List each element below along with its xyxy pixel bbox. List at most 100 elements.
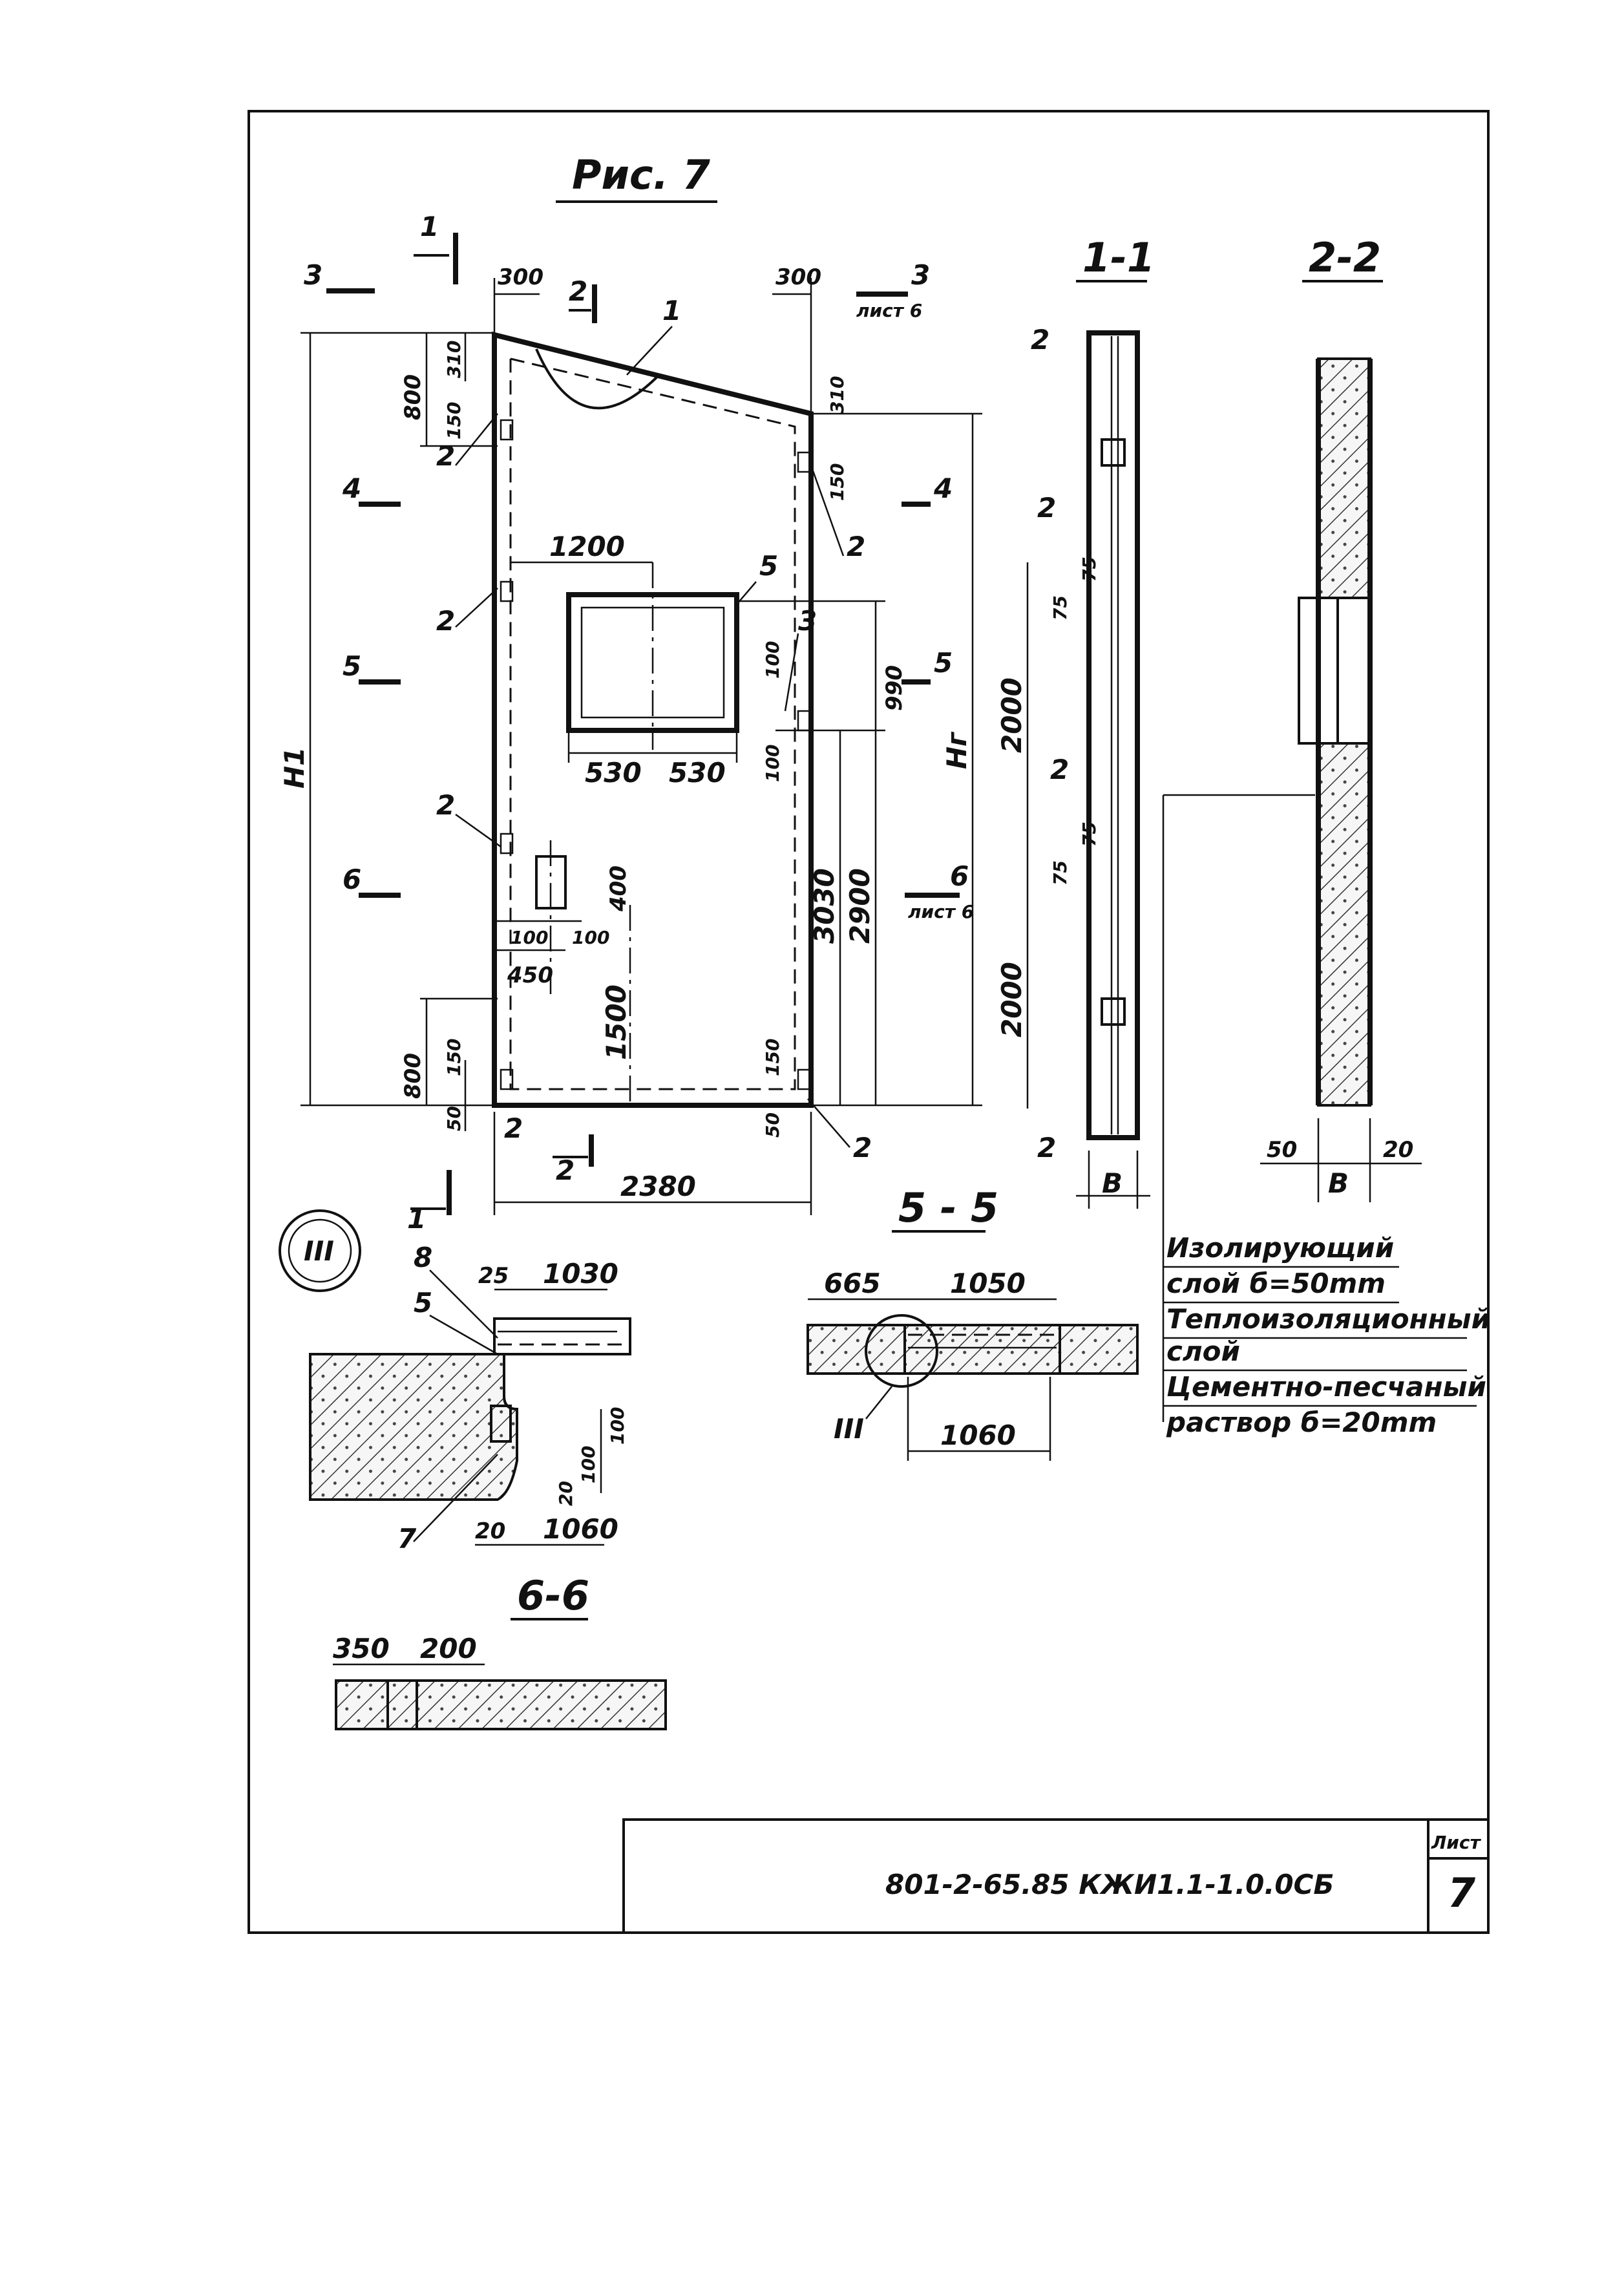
dim-3030: 3030: [808, 868, 840, 944]
callout-2-f: 2: [853, 1132, 872, 1163]
s11-dim-2000-b: 2000: [996, 962, 1028, 1037]
dim-990: 990: [881, 665, 907, 711]
figure-title: Рис. 7: [572, 151, 711, 198]
section-5-5-title: 5 - 5: [898, 1184, 998, 1231]
s55-dim-665: 665: [824, 1268, 881, 1299]
callout-2-e: 2: [504, 1112, 523, 1144]
s22-dim-B: B: [1328, 1167, 1349, 1199]
cut-2-bottom: 2: [556, 1154, 575, 1186]
dim-H2: Hг: [941, 731, 973, 769]
dim-450: 450: [507, 962, 553, 988]
legend-line-3: Теплоизоляционный: [1166, 1303, 1490, 1335]
dim-300-right: 300: [775, 264, 821, 290]
dim-100-b: 100: [762, 745, 783, 782]
s11-dim-75-c: 75: [1079, 822, 1100, 847]
dim-50-bl: 50: [443, 1106, 465, 1131]
callout-2-d: 2: [436, 789, 455, 821]
dim-1200: 1200: [549, 531, 625, 562]
s11-callout-2-c: 2: [1050, 754, 1069, 785]
s11-callout-2-b: 2: [1037, 492, 1056, 524]
dim-300-left: 300: [498, 264, 543, 290]
dim-180: 100: [511, 927, 548, 948]
section-2-2: 2-2 50 B 20: [1162, 234, 1422, 1422]
cut-3-left: 3: [304, 259, 322, 291]
dim-150-br: 150: [762, 1039, 783, 1076]
s11-dim-2000-a: 2000: [996, 677, 1028, 753]
dim-310-left: 310: [443, 341, 465, 378]
section-1-1-title: 1-1: [1082, 234, 1155, 281]
dim-530-a: 530: [585, 757, 642, 789]
dim-2900: 2900: [844, 868, 876, 944]
s11-dim-75-d: 75: [1049, 860, 1071, 886]
s11-dim-75-a: 75: [1079, 557, 1100, 582]
detail-label: III: [304, 1235, 334, 1267]
dim-2380: 2380: [620, 1171, 696, 1202]
section-cut-markers: 1 2 3 3 лист 6 4 4 5 5 6 6 лист 6 2 1: [304, 211, 974, 1235]
callout-2-a: 2: [436, 440, 455, 472]
s11-callout-2-bottom: 2: [1037, 1132, 1056, 1163]
callout-3: 3: [798, 605, 817, 637]
dim-800-bottom: 800: [400, 1053, 426, 1099]
dim-100-a: 100: [762, 641, 783, 679]
cut-6-left: 6: [343, 864, 361, 895]
dim-150-right: 150: [827, 463, 848, 501]
section-5-5: 5 - 5 III 665 1050 1060: [807, 1184, 1139, 1461]
dim-150-bl: 150: [443, 1039, 465, 1076]
legend-line-6: раствор б=20mm: [1166, 1407, 1437, 1438]
title-block: 801-2-65.85 КЖИ1.1-1.0.0СБ Лист 7: [622, 1818, 1490, 1934]
dim-310-right: 310: [827, 376, 848, 414]
detail-III: III 8 5 7 25 1030 20 1060 100 100 20: [279, 1209, 631, 1555]
detail-dim-20: 20: [475, 1518, 505, 1544]
legend-line-4: слой: [1166, 1335, 1240, 1367]
section-6-6-title: 6-6: [517, 1572, 589, 1619]
dim-100-c: 100: [572, 927, 609, 948]
cut-3-right: 3: [911, 259, 930, 291]
sheet-label: Лист: [1431, 1832, 1481, 1853]
s55-dim-1050: 1050: [950, 1268, 1026, 1299]
dim-800-top: 800: [400, 374, 426, 420]
cut-6-right: 6: [950, 860, 969, 892]
section-6-6: 6-6 350 200: [333, 1572, 667, 1730]
detail-dim-100-b: 100: [607, 1407, 628, 1445]
detail-dim-100-a: 100: [578, 1446, 599, 1483]
dim-50-br: 50: [762, 1112, 783, 1138]
cut-3-list: лист 6: [856, 300, 922, 321]
dim-150-top: 150: [443, 402, 465, 440]
layer-legend: Изолирующий слой б=50mm Теплоизоляционны…: [1163, 1232, 1490, 1438]
section-1-1: 1-1 2 2 2 2 75 75 2000 75 75 2000 B: [996, 234, 1155, 1209]
detail-dim-1030: 1030: [543, 1258, 618, 1290]
legend-line-5: Цементно-песчаный: [1166, 1371, 1486, 1403]
legend-line-1: Изолирующий: [1166, 1232, 1394, 1264]
detail-dim-20-v: 20: [555, 1481, 576, 1506]
drawing-code: 801-2-65.85 КЖИ1.1-1.0.0СБ: [885, 1869, 1334, 1900]
detail-dim-1060: 1060: [543, 1513, 618, 1545]
sheet-number: 7: [1448, 1869, 1476, 1917]
s55-detail-ref: III: [834, 1413, 864, 1445]
callout-2-c: 2: [436, 605, 455, 637]
s11-dim-B: B: [1102, 1167, 1123, 1199]
callout-5: 5: [759, 550, 778, 582]
detail-callout-8: 8: [414, 1242, 432, 1273]
dim-1500: 1500: [600, 984, 632, 1060]
dim-530-b: 530: [669, 757, 726, 789]
detail-dim-25: 25: [478, 1263, 509, 1289]
cut-4-right: 4: [933, 473, 953, 504]
detail-callout-5: 5: [414, 1287, 432, 1319]
detail-callout-7: 7: [397, 1523, 417, 1555]
cut-4-left: 4: [342, 473, 361, 504]
callout-1: 1: [662, 295, 681, 326]
figure-title-group: Рис. 7: [556, 151, 717, 203]
cut-2-top: 2: [569, 275, 587, 307]
section-2-2-title: 2-2: [1309, 234, 1381, 281]
s55-dim-1060: 1060: [940, 1419, 1016, 1451]
s11-dim-75-b: 75: [1049, 595, 1071, 621]
cut-5-right: 5: [934, 647, 953, 679]
dim-400: 400: [606, 865, 631, 912]
s22-dim-20: 20: [1383, 1137, 1413, 1163]
s11-callout-2-top: 2: [1031, 324, 1049, 356]
cut-6-list: лист 6: [908, 901, 974, 922]
s66-dim-200: 200: [420, 1633, 477, 1664]
elevation-dimensions: [301, 278, 982, 1215]
callout-2-b: 2: [847, 531, 865, 562]
